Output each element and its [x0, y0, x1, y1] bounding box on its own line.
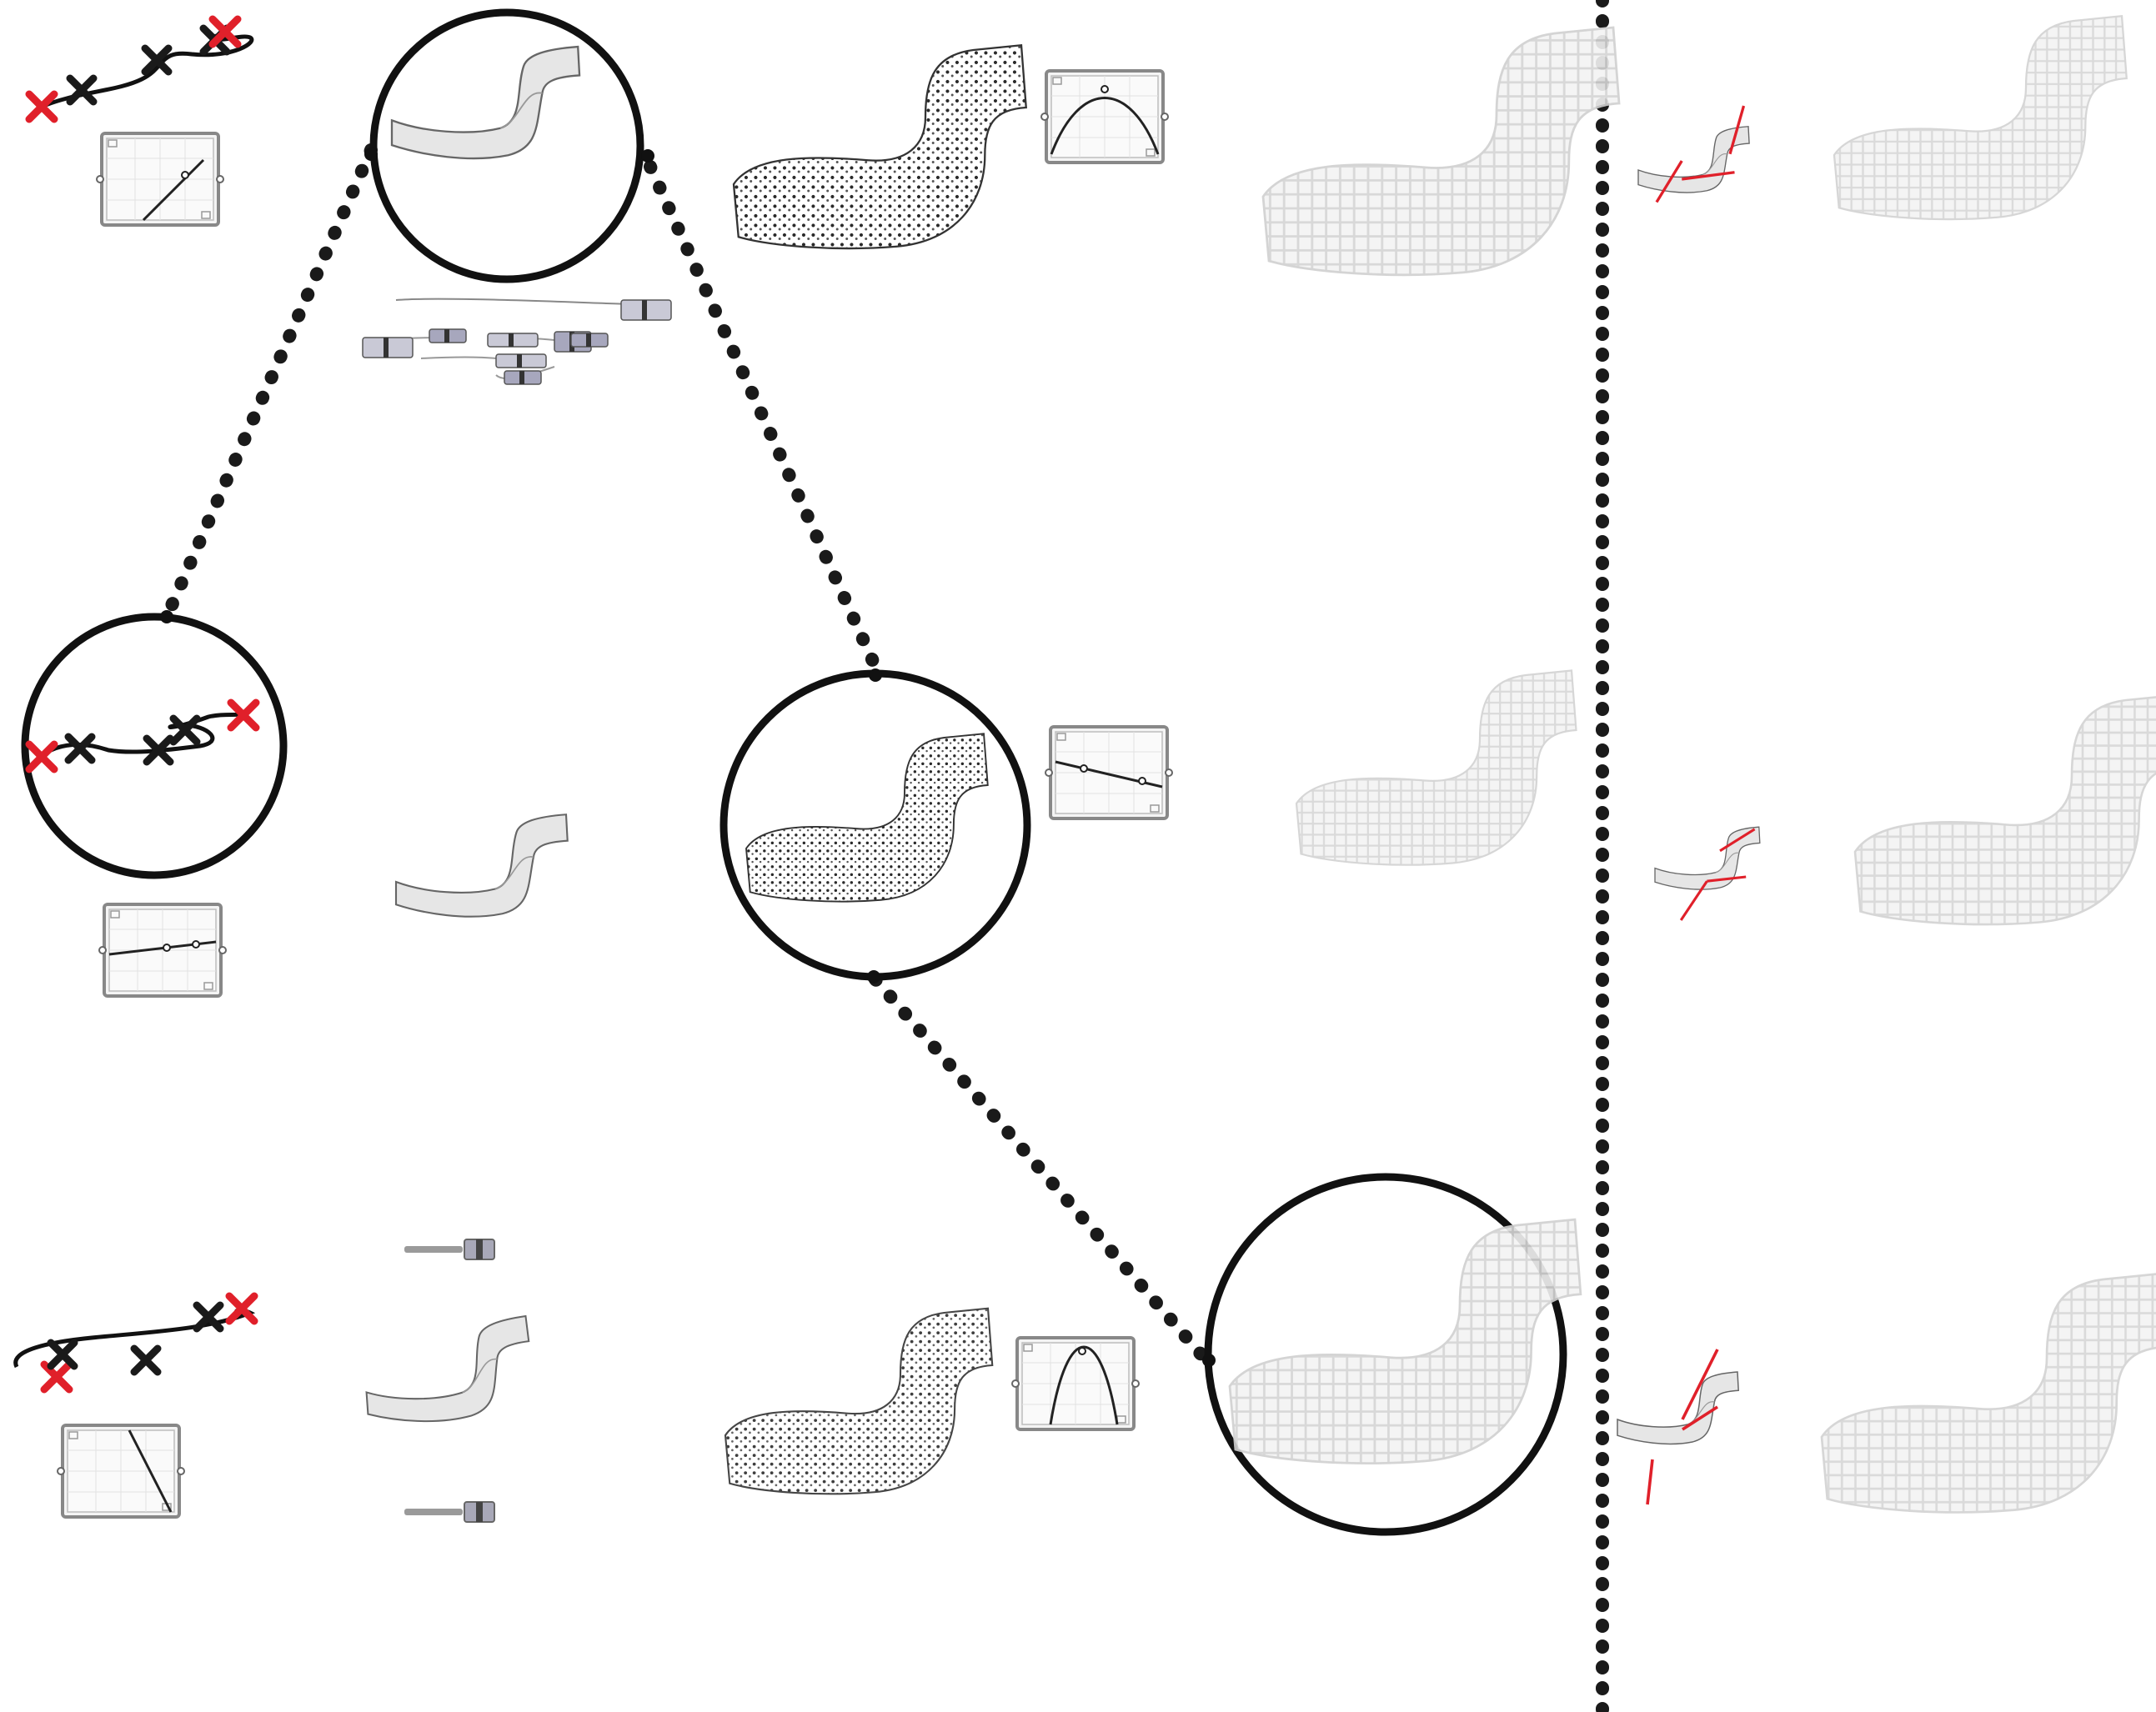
voxel-field-bottom	[724, 1307, 994, 1495]
joint	[641, 149, 654, 163]
joint	[364, 148, 378, 161]
graph-mapper-icon	[1045, 725, 1173, 820]
grasshopper-node-icon	[404, 1501, 495, 1523]
graph-mapper-icon	[57, 1424, 185, 1519]
joint	[867, 970, 880, 984]
graph-mapper-icon	[1011, 1336, 1140, 1431]
voxel-field-circle	[745, 733, 989, 903]
control-point-cross-icon	[29, 744, 54, 769]
control-point-cross-icon	[70, 78, 93, 102]
connector-c	[869, 973, 1211, 1365]
ribbon-surface-top	[390, 45, 581, 160]
ribbon-red-top	[1637, 105, 1750, 203]
faded-output-circle	[1228, 1218, 1582, 1464]
connector-b	[644, 160, 882, 673]
grasshopper-node-icon	[404, 1239, 495, 1260]
joint	[1202, 1354, 1216, 1367]
faded-output-mid	[1295, 669, 1577, 866]
control-point-cross-icon	[134, 1349, 158, 1372]
control-point-cross-icon	[51, 1343, 74, 1366]
control-point-cross-icon	[68, 737, 92, 760]
voxel-field-top	[732, 43, 1027, 250]
curve-top	[29, 19, 254, 119]
control-point-cross-icon	[173, 718, 197, 742]
focus-circle-voxel	[720, 669, 1031, 981]
faded-output-right-mid	[1853, 696, 2156, 926]
ribbon-surface-mid	[394, 813, 569, 918]
focus-circle-ribbon	[369, 8, 644, 283]
ribbon-surface-bottom	[365, 1314, 530, 1423]
graph-mapper-icon	[98, 903, 227, 998]
faded-output-right-bottom	[1820, 1273, 2156, 1514]
control-point-cross-icon	[29, 94, 54, 119]
curve-bottom	[13, 1296, 254, 1389]
focus-circle-curve	[21, 613, 288, 879]
joint	[160, 610, 173, 623]
ribbon-red-bottom	[1617, 1349, 1739, 1505]
grasshopper-node-icon	[362, 298, 672, 385]
faded-output-right-top	[1833, 14, 2128, 221]
connector-a	[160, 143, 378, 623]
graph-mapper-icon	[1040, 69, 1169, 164]
curve-mid	[29, 703, 256, 769]
faded-output-top	[1261, 26, 1621, 277]
ribbon-red-mid	[1654, 826, 1761, 921]
graph-mapper-icon	[96, 132, 224, 227]
joint	[869, 668, 882, 682]
